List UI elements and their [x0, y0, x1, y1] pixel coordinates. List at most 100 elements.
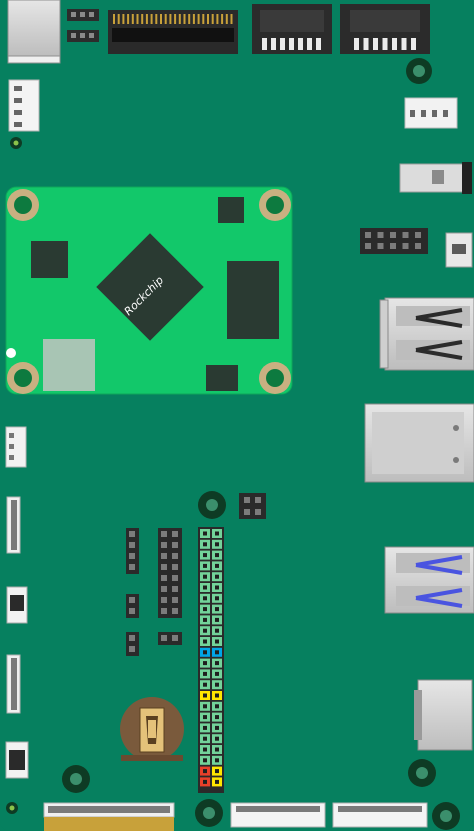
usb3-port — [384, 546, 474, 614]
slot-pin — [225, 14, 228, 24]
header-pin — [415, 232, 421, 238]
mpcie-slot — [108, 10, 238, 54]
sata-pin — [298, 38, 303, 50]
sata-pin — [354, 38, 359, 50]
slot-pin — [197, 14, 200, 24]
slot-pin — [188, 14, 191, 24]
ffc-connector-left-2 — [6, 654, 21, 714]
pin-header-clusters — [126, 528, 182, 656]
slot-pin — [113, 14, 115, 24]
header-pin — [129, 553, 135, 559]
header-pin — [161, 635, 167, 641]
sata-connector-2 — [340, 4, 430, 54]
gpio-pin-center — [203, 725, 207, 730]
gpio-pin-center — [215, 574, 219, 579]
header-pin — [161, 531, 167, 537]
slot-pin — [160, 14, 162, 24]
mounting-hole-mid-left — [198, 491, 226, 519]
header-pin — [129, 646, 135, 652]
header-pin — [172, 635, 178, 641]
gpio-pin-center — [203, 628, 207, 633]
gpio-pin-center — [215, 758, 219, 763]
som-mounting-hole-tl — [7, 189, 39, 221]
header-pin — [172, 564, 178, 570]
header-pin — [172, 542, 178, 548]
slot-pin — [164, 14, 167, 24]
usb2-port — [379, 297, 474, 371]
gpio-pin-center — [215, 639, 219, 644]
header-pin — [129, 564, 135, 570]
gpio-pin-center — [203, 671, 207, 676]
sata-pin — [280, 38, 285, 50]
som-small-ic-bottom — [206, 365, 238, 391]
header-pin — [129, 597, 135, 603]
header-pin — [172, 608, 178, 614]
sata-pin — [363, 38, 369, 50]
gpio-pin-center — [215, 779, 219, 784]
mounting-hole-top-right — [406, 58, 432, 84]
slot-pin — [207, 14, 209, 24]
gpio-pin-center — [203, 617, 207, 622]
sata-pin — [262, 38, 267, 50]
som-mounting-hole-tr — [259, 189, 291, 221]
gpio-pin-center — [215, 650, 219, 655]
pin-header-2x2-mid — [239, 493, 266, 519]
som-small-ic-top — [218, 197, 244, 223]
sata-pin — [411, 38, 416, 50]
top-left-metal-block — [7, 0, 61, 64]
header-pin — [377, 243, 384, 249]
som-mounting-hole-br — [259, 362, 291, 394]
white-connector-left-mid — [5, 426, 27, 468]
slot-pin — [174, 14, 177, 24]
gpio-pin-center — [203, 736, 207, 741]
sata-pin — [401, 38, 407, 50]
slot-pin — [192, 14, 195, 24]
gpio-pin-center — [215, 596, 219, 601]
gpio-pin-center — [203, 574, 207, 579]
header-pin — [390, 232, 396, 238]
som-pin1-marker — [6, 348, 16, 358]
gpio-pin-center — [215, 628, 219, 633]
header-pin — [377, 232, 384, 238]
slot-pin — [216, 14, 219, 24]
gpio-pin-center — [215, 661, 219, 666]
gpio-pin-center — [215, 693, 219, 698]
header-pin — [172, 553, 178, 559]
ffc-connector-bottom-3 — [332, 802, 428, 828]
ffc-connector-left-1 — [6, 496, 21, 554]
pin-header-2x5-right — [360, 228, 428, 254]
header-pin — [402, 232, 409, 238]
gpio-pin-center — [203, 704, 207, 709]
gpio-pin-center — [215, 715, 219, 720]
header-pin — [402, 243, 409, 249]
slot-pin — [169, 14, 172, 24]
slot-pin — [211, 14, 214, 24]
header-pin — [365, 232, 371, 238]
header-pin — [415, 243, 421, 249]
gpio-pin-center — [203, 693, 207, 698]
slot-pin — [178, 14, 181, 24]
slot-pin — [155, 14, 158, 24]
gpio-pin-center — [203, 758, 207, 763]
slot-pin — [127, 14, 130, 24]
gpio-pin-center — [203, 596, 207, 601]
slot-pin — [122, 14, 125, 24]
gpio-header — [198, 527, 224, 793]
header-pin — [172, 575, 178, 581]
gpio-pin-center — [203, 769, 207, 774]
mounting-hole-bottom-far-right — [432, 802, 460, 830]
hdmi-port — [414, 679, 473, 751]
header-pin — [129, 542, 135, 548]
sata-pin — [382, 38, 388, 50]
som-pmic — [31, 241, 68, 278]
white-jst-connector-right — [404, 97, 458, 129]
gpio-pin-center — [215, 553, 219, 558]
slot-pin — [183, 14, 186, 24]
gpio-pin-center — [215, 769, 219, 774]
header-pin — [172, 586, 178, 592]
slot-pin — [221, 14, 224, 24]
slot-pin — [141, 14, 144, 24]
gpio-pin-center — [203, 661, 207, 666]
small-via-left — [10, 137, 22, 149]
header-pin — [161, 575, 167, 581]
